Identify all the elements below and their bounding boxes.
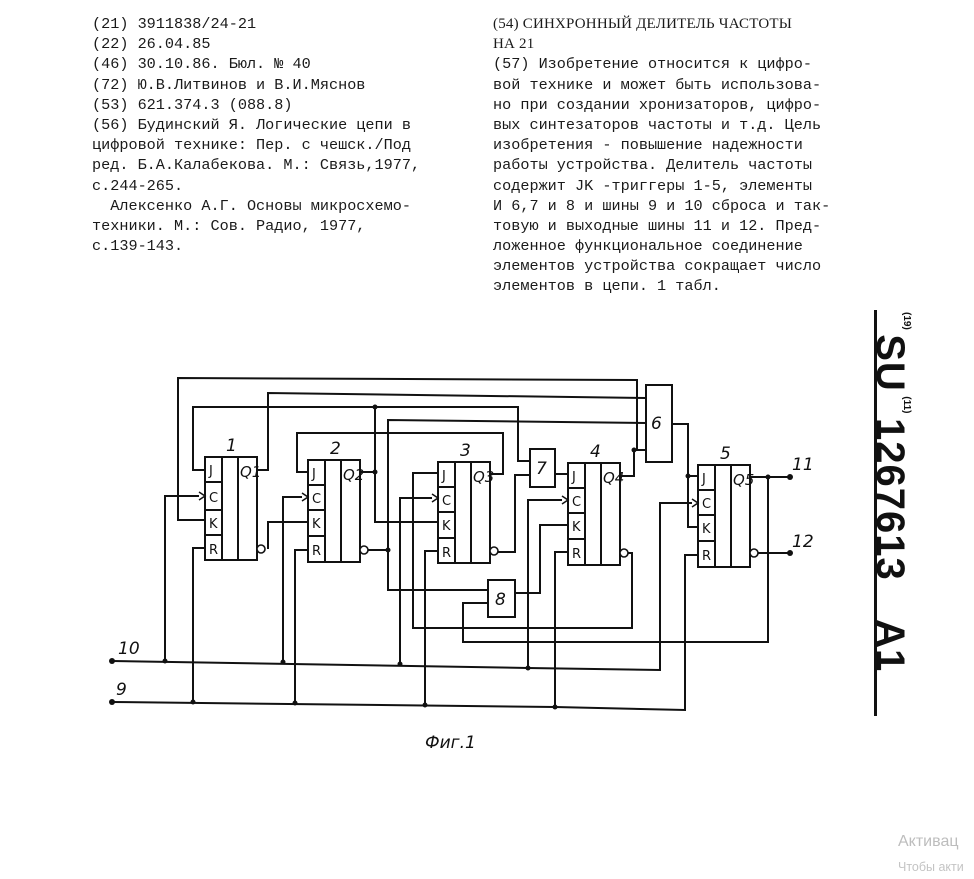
abstract-line: элементов устройства сокращает число: [493, 257, 822, 276]
biblio-line: (46) 30.10.86. Бюл. № 40: [92, 55, 311, 74]
abstract-line: (57) Изобретение относится к цифро-: [493, 55, 812, 74]
bibliographic-data: (21) 3911838/24-21 (22) 26.04.85(46) 30.1…: [92, 14, 420, 256]
clock-edge-icon: [561, 495, 570, 505]
reset-bus-label: 9: [116, 680, 127, 700]
biblio-line: ред. Б.А.Калабекова. М.: Связь,1977,: [92, 156, 421, 175]
clock-edge-icon: [198, 491, 207, 501]
abstract-line: работы устройства. Делитель частоты: [493, 156, 812, 175]
and-gate-8: 8: [487, 579, 516, 618]
pin-r: R: [312, 544, 321, 559]
figure-caption: Фиг.1: [425, 733, 476, 753]
and-gate-6: 6: [645, 384, 673, 463]
abstract-line: И 6,7 и 8 и шины 9 и 10 сброса и так-: [493, 196, 831, 215]
flipflop-number: 2: [330, 439, 341, 459]
inverted-output-icon: [489, 546, 499, 556]
abstract-line: вых синтезаторов частоты и т.д. Цель: [493, 115, 822, 134]
wires: [111, 376, 790, 712]
biblio-line: цифровой технике: Пер. с чешск./Под: [92, 136, 411, 155]
abstract-line: товую и выходные шины 11 и 12. Пред-: [493, 216, 822, 235]
biblio-line: техники. М.: Сов. Радио, 1977,: [92, 216, 366, 235]
q-output-label: Q1: [240, 463, 261, 481]
pin-c: C: [702, 497, 711, 512]
invention-title-cont: НА 21: [493, 36, 535, 53]
flipflop-number: 1: [226, 436, 237, 456]
invention-title: (54) СИНХРОННЫЙ ДЕЛИТЕЛЬ ЧАСТОТЫ: [493, 16, 793, 32]
pin-c: C: [442, 494, 451, 509]
biblio-line: с.244-265.: [92, 176, 184, 195]
abstract-line: изобретения - повышение надежности: [493, 136, 803, 155]
clock-edge-icon: [301, 492, 310, 502]
pin-r: R: [209, 543, 218, 558]
pin-j: J: [701, 472, 706, 487]
biblio-line: (72) Ю.В.Литвинов и В.И.Мяснов: [92, 75, 366, 94]
junction-dots: [109, 404, 793, 710]
q-output-label: Q2: [343, 466, 364, 484]
reset-bus: [111, 701, 556, 708]
pin-k: K: [312, 517, 321, 532]
gate-number: 7: [536, 459, 547, 479]
pin-j: J: [441, 469, 446, 484]
inverted-output-icon: [359, 545, 369, 555]
pin-j: J: [571, 470, 576, 485]
abstract-line: но при создании хронизаторов, цифро-: [493, 95, 822, 114]
pin-r: R: [572, 547, 581, 562]
abstract: (54) СИНХРОННЫЙ ДЕЛИТЕЛЬ ЧАСТОТЫ НА 21 (57…: [493, 14, 830, 297]
pin-k: K: [442, 519, 451, 534]
inverted-output-icon: [619, 548, 629, 558]
inverted-output-icon: [256, 544, 266, 554]
patent-number-rule: [874, 310, 877, 716]
pin-j: J: [208, 464, 213, 479]
pin-j: J: [311, 467, 316, 482]
biblio-line: (53) 621.374.3 (088.8): [92, 95, 293, 114]
flipflop-number: 5: [720, 444, 731, 464]
clock-edge-icon: [431, 493, 440, 503]
gate-number: 6: [651, 414, 662, 434]
abstract-line: ложенное функциональное соединение: [493, 237, 803, 256]
abstract-line: вой технике и может быть использова-: [493, 75, 822, 94]
biblio-line: (56) Будинский Я. Логические цепи в: [92, 115, 411, 134]
pin-r: R: [442, 546, 451, 561]
abstract-line: содержит JK -триггеры 1-5, элементы: [493, 176, 812, 195]
q-output-label: Q5: [733, 471, 754, 489]
abstract-line: элементов в цепи. 1 табл.: [493, 277, 721, 296]
biblio-line: Алексенко А.Г. Основы микросхемо-: [92, 196, 411, 215]
pin-k: K: [702, 522, 711, 537]
clock-edge-icon: [691, 498, 700, 508]
biblio-line: (21) 3911838/24-21: [92, 15, 257, 33]
q-output-label: Q3: [473, 468, 494, 486]
flipflop-1: J C K R Q1 1: [198, 436, 266, 561]
clock-bus-label: 10: [118, 639, 140, 659]
watermark-line-1: Активац: [898, 833, 959, 850]
biblio-line: с.139-143.: [92, 237, 184, 256]
q-output-label: Q4: [603, 469, 624, 487]
pin-k: K: [209, 517, 218, 532]
flipflop-3: J C K R Q3 3: [431, 441, 499, 564]
biblio-line: (22) 26.04.85: [92, 35, 211, 54]
and-gate-7: 7: [529, 448, 556, 488]
pin-r: R: [702, 549, 711, 564]
pin-k: K: [572, 520, 581, 535]
pin-c: C: [209, 491, 218, 506]
watermark-line-2: Чтобы акти: [898, 860, 964, 874]
pin-c: C: [572, 495, 581, 510]
flipflop-5: J C K R Q5 5: [691, 444, 759, 568]
pin-c: C: [312, 492, 321, 507]
gate-number: 8: [495, 590, 506, 610]
clock-bus: [111, 660, 529, 669]
output-11-label: 11: [792, 455, 814, 475]
flipflop-number: 3: [460, 441, 471, 461]
flipflop-2: J C K R Q2 2: [301, 439, 369, 563]
output-12-label: 12: [792, 532, 814, 552]
flipflop-4: J C K R Q4 4: [561, 442, 629, 566]
inverted-output-icon: [749, 548, 759, 558]
flipflop-number: 4: [590, 442, 601, 462]
